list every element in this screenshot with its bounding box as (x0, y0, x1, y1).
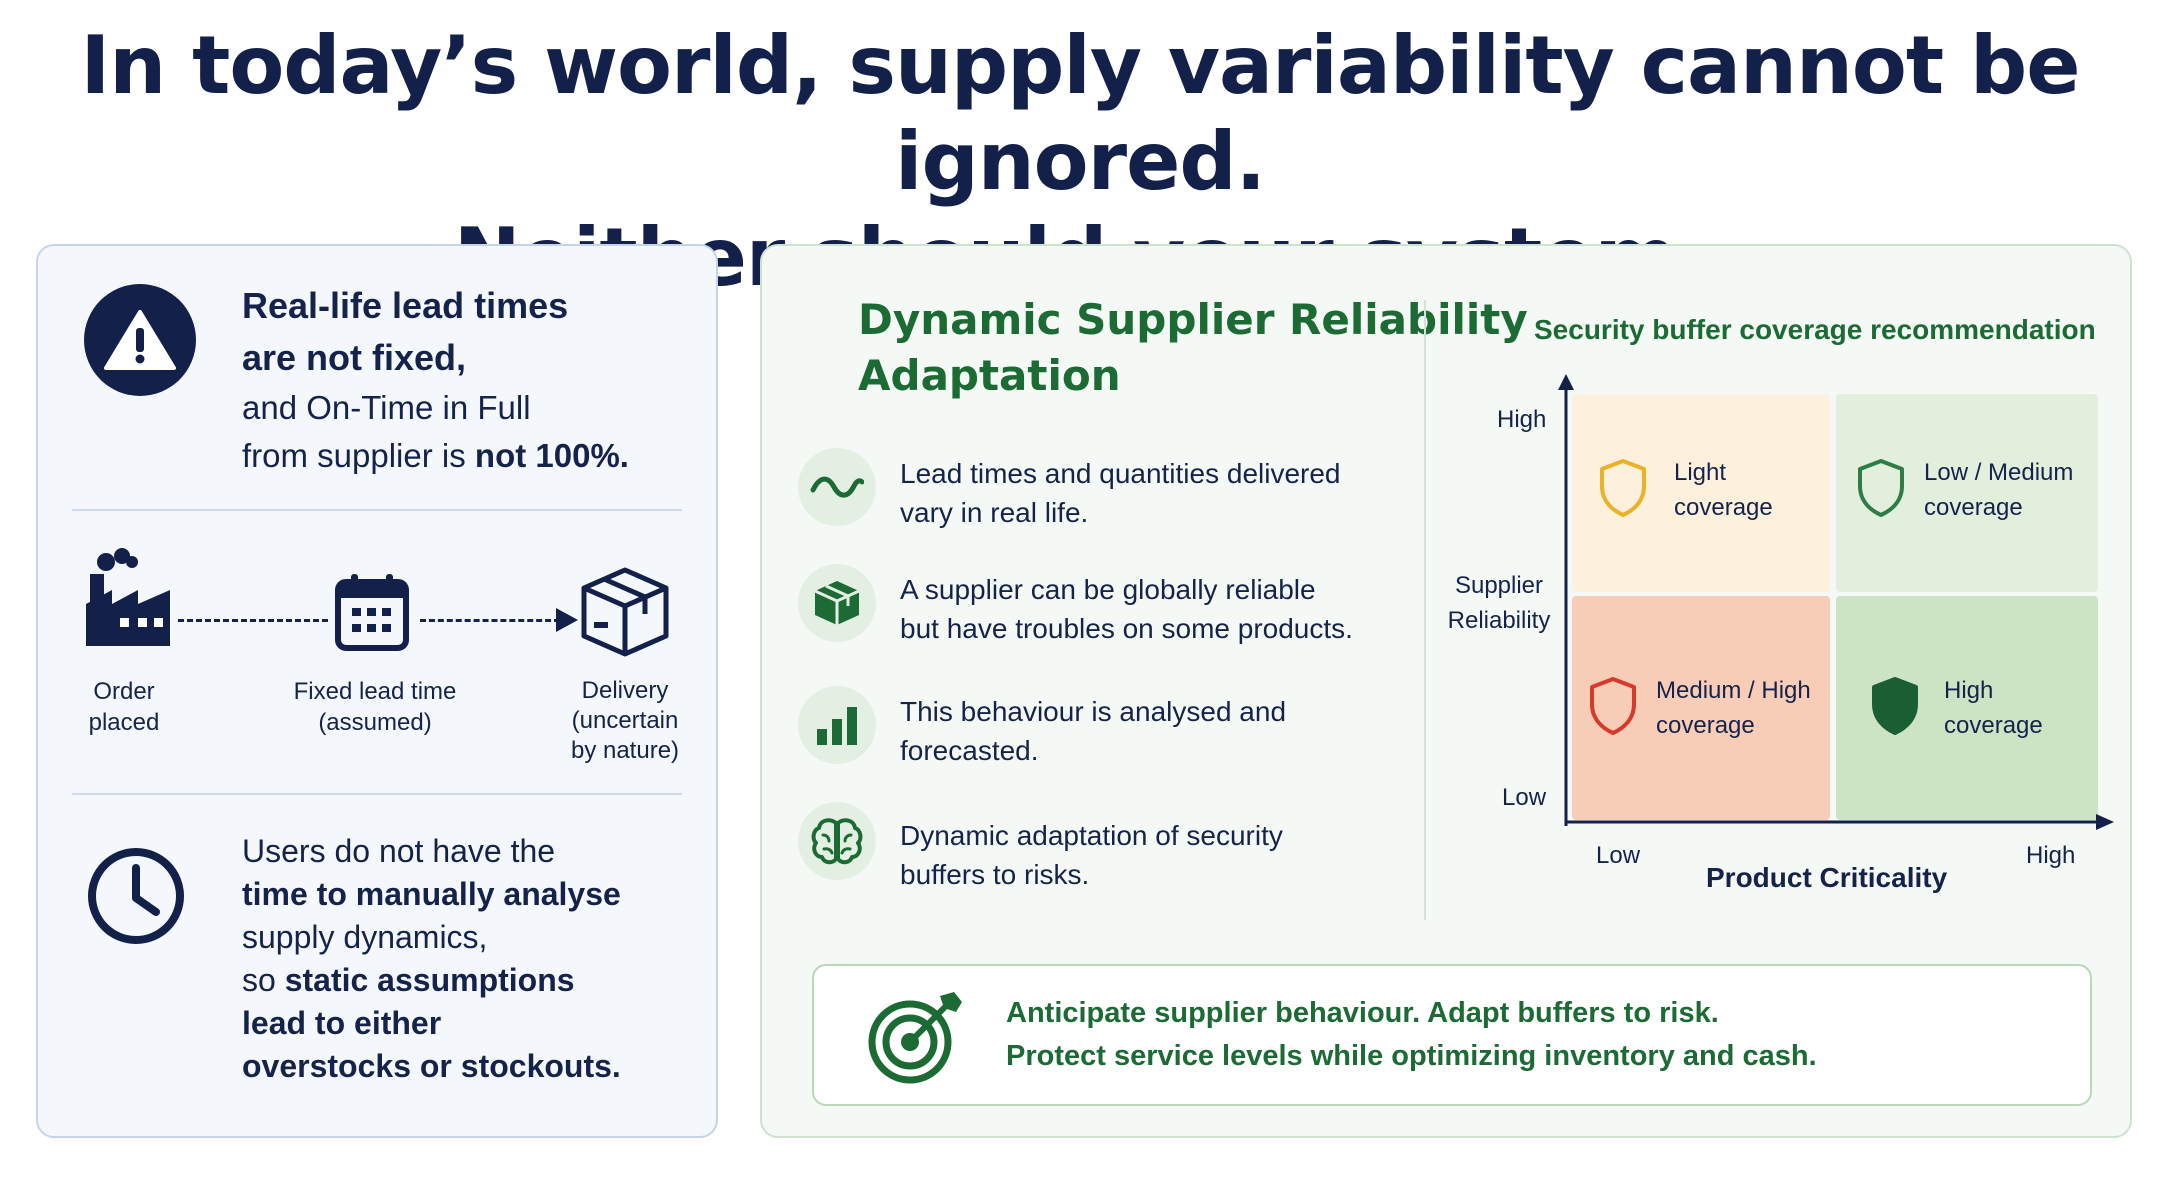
x-tick-low: Low (1596, 842, 1641, 869)
users-line-5: lead to either (242, 1005, 442, 1041)
leadtime-line-1: Fixed lead time (293, 678, 457, 705)
users-line-2: time to manually analyse (242, 876, 621, 912)
brain-icon (798, 802, 876, 880)
ontime-prefix: from supplier is (242, 437, 475, 474)
feature-2-text: A supplier can be globally reliable but … (900, 570, 1353, 648)
feature-4-text: Dynamic adaptation of security buffers t… (900, 816, 1283, 894)
box-icon (798, 564, 876, 642)
target-icon (866, 990, 966, 1086)
users-line-4-bold: static assumptions (284, 962, 575, 998)
delivery-line-2: (uncertain (571, 707, 679, 734)
medium-high-line-1: Medium / High (1656, 677, 1811, 704)
y-axis (1556, 372, 1576, 826)
shield-low-medium-icon (1856, 458, 1906, 518)
bar-chart-icon (798, 686, 876, 764)
cell-light-coverage (1572, 394, 1830, 592)
factory-icon (82, 548, 174, 648)
y-tick-high: High (1497, 406, 1547, 433)
users-line-4-prefix: so (242, 962, 285, 998)
high-coverage-label: High coverage (1944, 673, 2043, 743)
feature-1-text: Lead times and quantities delivered vary… (900, 454, 1341, 532)
x-axis (1566, 812, 2116, 832)
cell-low-medium-coverage (1836, 394, 2098, 592)
lead-times-heading-line-2: are not fixed, (242, 337, 467, 378)
medium-high-line-2: coverage (1656, 712, 1755, 739)
y-axis-label: Supplier Reliability (1444, 568, 1554, 638)
feature-4-line-1: Dynamic adaptation of security (900, 820, 1283, 851)
banner-text: Anticipate supplier behaviour. Adapt buf… (1006, 992, 1817, 1078)
panel-vertical-divider (1424, 300, 1426, 920)
y-label-line-2: Reliability (1447, 607, 1551, 634)
feature-3-line-1: This behaviour is analysed and (900, 696, 1287, 727)
feature-3-text: This behaviour is analysed and forecaste… (900, 692, 1286, 770)
cell-medium-high-coverage (1572, 596, 1830, 820)
arrow-right-icon (556, 608, 578, 632)
reliability-heading-line-2: Adaptation (858, 351, 1121, 400)
shield-high-icon (1870, 676, 1920, 736)
title-line-1: In today’s world, supply variability can… (80, 19, 2081, 208)
flow-step-delivery: Delivery (uncertain by nature) (560, 676, 690, 766)
delivery-line-1: Delivery (581, 677, 669, 704)
flow-step-lead-time: Fixed lead time (assumed) (270, 676, 480, 738)
wave-icon (798, 448, 876, 526)
y-tick-low: Low (1502, 784, 1547, 811)
feature-1-line-2: vary in real life. (900, 497, 1089, 528)
warning-icon (84, 284, 196, 396)
lead-times-heading-line-1: Real-life lead times (242, 285, 569, 326)
order-line-1: Order (93, 678, 155, 705)
order-line-2: placed (88, 709, 160, 736)
light-line-2: coverage (1674, 494, 1773, 521)
high-line-1: High (1944, 677, 1994, 704)
feature-1-line-1: Lead times and quantities delivered (900, 458, 1341, 489)
matrix-title: Security buffer coverage recommendation (1534, 314, 2096, 345)
users-line-3: supply dynamics, (242, 919, 488, 955)
dash-line-2 (420, 619, 560, 622)
ontime-not-100: not 100%. (474, 437, 629, 474)
light-coverage-label: Light coverage (1674, 455, 1773, 525)
banner-line-2: Protect service levels while optimizing … (1006, 1040, 1817, 1072)
low-medium-line-1: Low / Medium (1924, 459, 2074, 486)
light-line-1: Light (1674, 459, 1727, 486)
banner-line-1: Anticipate supplier behaviour. Adapt buf… (1006, 997, 1719, 1029)
medium-high-coverage-label: Medium / High coverage (1656, 673, 1811, 743)
clock-icon (84, 844, 188, 948)
ontime-line-2: from supplier is not 100%. (242, 432, 629, 480)
y-label-line-1: Supplier (1454, 572, 1544, 599)
delivery-line-3: by nature) (570, 737, 680, 764)
package-icon (580, 566, 670, 658)
x-tick-high: High (2026, 842, 2076, 869)
feature-3-line-2: forecasted. (900, 735, 1039, 766)
feature-2-line-2: but have troubles on some products. (900, 613, 1353, 644)
shield-medium-high-icon (1588, 676, 1638, 736)
on-time-text: and On-Time in Full (242, 389, 531, 426)
users-line-6: overstocks or stockouts. (242, 1048, 621, 1084)
reliability-heading-line-1: Dynamic Supplier Reliability (858, 295, 1528, 344)
flow-step-order: Order placed (64, 676, 184, 738)
dash-line-1 (178, 619, 328, 622)
shield-light-icon (1598, 458, 1648, 518)
feature-2-line-1: A supplier can be globally reliable (900, 574, 1316, 605)
leadtime-line-2: (assumed) (318, 709, 432, 736)
calendar-icon (334, 572, 410, 652)
low-medium-line-2: coverage (1924, 494, 2023, 521)
x-axis-label: Product Criticality (1706, 862, 1948, 893)
divider-1 (72, 509, 682, 511)
users-line-4: so static assumptions (242, 959, 575, 1002)
divider-2 (72, 793, 682, 795)
high-line-2: coverage (1944, 712, 2043, 739)
feature-4-line-2: buffers to risks. (900, 859, 1090, 890)
users-line-1: Users do not have the (242, 833, 556, 869)
low-medium-coverage-label: Low / Medium coverage (1924, 455, 2073, 525)
bottom-banner (812, 964, 2092, 1106)
